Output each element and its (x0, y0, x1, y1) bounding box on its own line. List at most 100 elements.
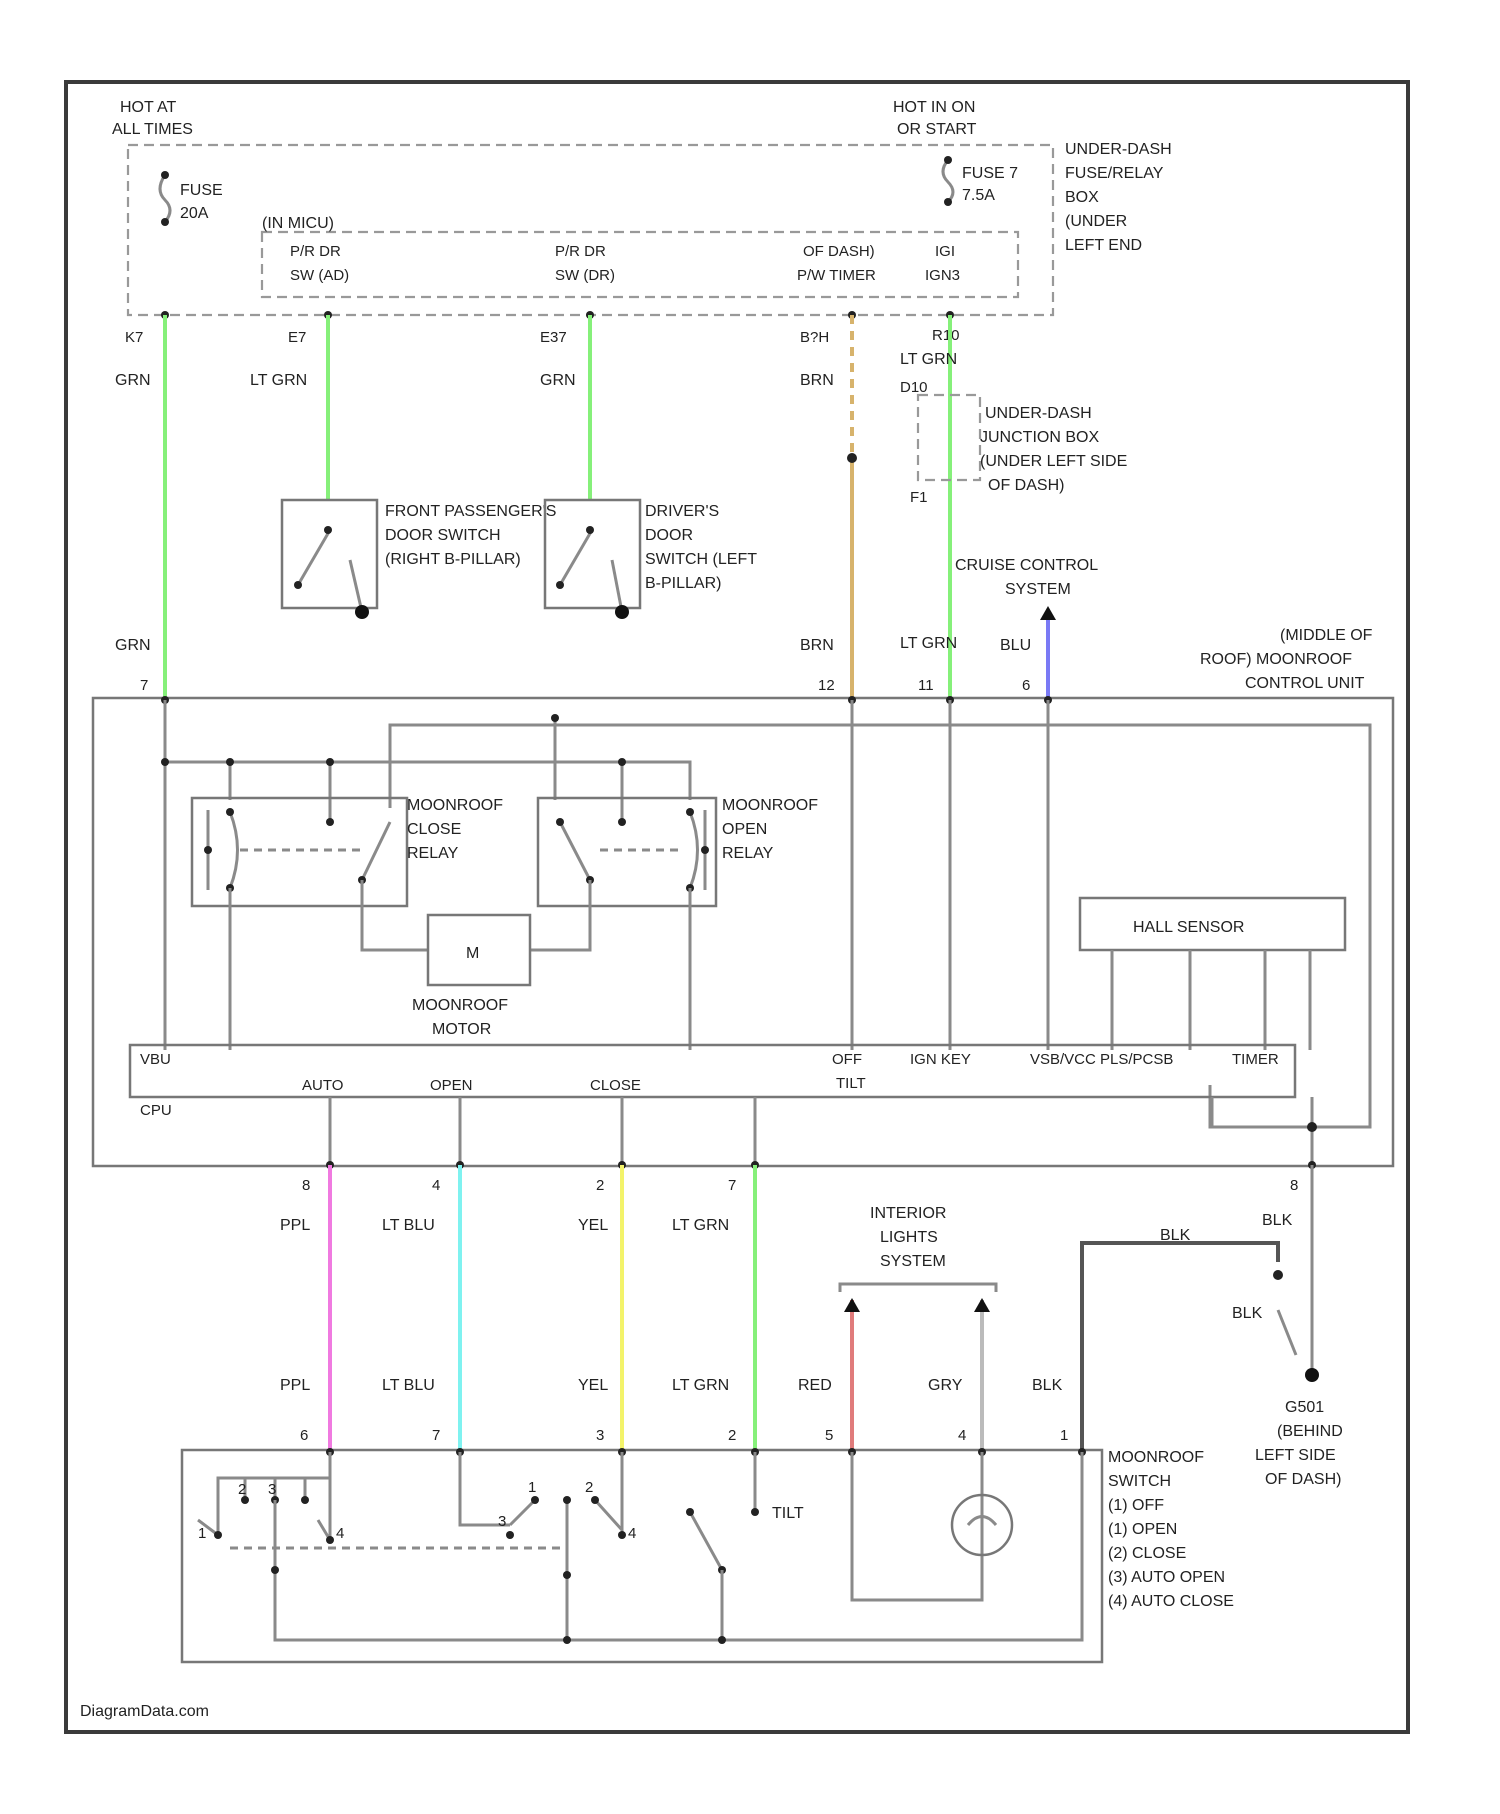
cu-bottom-pin-5: 8 (1290, 1177, 1298, 1194)
micu-item-4b: IGN3 (925, 267, 960, 284)
micu-item-2b: SW (DR) (555, 267, 615, 284)
fuse-right-rating: 7.5A (962, 187, 995, 204)
close-relay-dot-5 (204, 846, 212, 854)
switch-oc-dot-3 (563, 1496, 571, 1504)
switch-label-2: SWITCH (1108, 1473, 1171, 1490)
hot-in-on-label-2: OR START (897, 121, 977, 138)
sw-pin-1: 1 (1060, 1427, 1068, 1444)
switch-label-3: (1) OFF (1108, 1497, 1164, 1514)
cu-bottom-pin-2: 4 (432, 1177, 440, 1194)
wl-blk-bot: BLK (1032, 1377, 1063, 1394)
ground-label-3: LEFT SIDE (1255, 1447, 1336, 1464)
cu-ign-leads (852, 700, 1048, 1050)
driver-switch-label-1: DRIVER'S (645, 503, 719, 520)
ground-label-2: (BEHIND (1277, 1423, 1343, 1440)
hall-sensor-leads (1112, 950, 1310, 1050)
switch-open-close-group (460, 1452, 622, 1575)
internal-junction-1 (161, 758, 169, 766)
switch-pos-1b: 1 (528, 1479, 536, 1496)
interior-lights-label-2: LIGHTS (880, 1229, 938, 1246)
micu-block-outline (262, 232, 1018, 297)
w3-label: GRN (540, 372, 576, 389)
indicator-loop (852, 1452, 982, 1600)
sw-pin-5: 5 (825, 1427, 833, 1444)
driver-switch-contact-bot (556, 581, 564, 589)
sw-pin-4: 4 (958, 1427, 966, 1444)
cruise-control-label-1: CRUISE CONTROL (955, 557, 1098, 574)
pin-e37-label: E37 (540, 329, 567, 346)
close-relay-label-3: RELAY (407, 845, 459, 862)
cpu-ign-key: IGN KEY (910, 1051, 971, 1068)
motor-label-2: MOTOR (432, 1021, 491, 1038)
blk-ground-link (1278, 1310, 1296, 1355)
bus-dot-3 (563, 1636, 571, 1644)
wl-red: RED (798, 1377, 832, 1394)
wl-ltblu-top: LT BLU (382, 1217, 435, 1234)
switch-label-6: (3) AUTO OPEN (1108, 1569, 1225, 1586)
fuse-left-top-dot (161, 171, 169, 179)
cpu-timer-ground-route (1212, 1097, 1312, 1165)
internal-relay-feed (165, 762, 690, 800)
tilt-switch-blade (690, 1512, 722, 1570)
w1-top-label: GRN (115, 372, 151, 389)
switch-label-7: (4) AUTO CLOSE (1108, 1593, 1234, 1610)
pin-e7-label: E7 (288, 329, 306, 346)
driver-switch-ground (612, 560, 622, 612)
motor-symbol: M (466, 945, 479, 962)
ground-g501-icon (1305, 1368, 1319, 1382)
pass-switch-contact-bot (294, 581, 302, 589)
interior-lights-label-3: SYSTEM (880, 1253, 946, 1270)
interior-lights-arrow-right (974, 1298, 990, 1312)
pass-switch-ground (350, 560, 362, 612)
wire-blk-switch (1082, 1243, 1278, 1452)
switch-pos-2a: 2 (238, 1481, 246, 1498)
wl-ltgrn-bot: LT GRN (672, 1377, 729, 1394)
front-pass-switch-label-2: DOOR SWITCH (385, 527, 501, 544)
jbox-pin-d10: D10 (900, 379, 928, 396)
interior-lights-arrow-left (844, 1298, 860, 1312)
tilt-label: TILT (772, 1505, 804, 1522)
fuse-left-symbol (160, 175, 170, 222)
fuse-right-label: FUSE 7 (962, 165, 1018, 182)
motor-lead-left (362, 880, 428, 950)
switch-pos-2b: 2 (585, 1479, 593, 1496)
cpu-timer: TIMER (1232, 1051, 1279, 1068)
cpu-outputs (330, 1097, 755, 1165)
cpu-close: CLOSE (590, 1077, 641, 1094)
ground-label-1: G501 (1285, 1399, 1324, 1416)
pin-r10-label: R10 (932, 327, 960, 344)
wl-blk-right: BLK (1262, 1212, 1293, 1229)
switch-oc-dot-1 (506, 1531, 514, 1539)
pin-bh-label: B?H (800, 329, 829, 346)
switch-pos-1a: 1 (198, 1525, 206, 1542)
motor-label-1: MOONROOF (412, 997, 508, 1014)
moonroof-switch-box (182, 1450, 1102, 1662)
micu-item-2: P/R DR (555, 243, 606, 260)
sw-pin-3: 3 (596, 1427, 604, 1444)
bus-dot-4 (718, 1636, 726, 1644)
open-relay-label-2: OPEN (722, 821, 767, 838)
switch-oc-dot-4 (591, 1496, 599, 1504)
w1-bot-label: GRN (115, 637, 151, 654)
underdash-fuse-box-label-5: LEFT END (1065, 237, 1142, 254)
close-relay-dot-3 (226, 808, 234, 816)
cu-bottom-pin-4: 7 (728, 1177, 736, 1194)
cpu-label: CPU (140, 1102, 172, 1119)
close-relay-contact (362, 822, 390, 880)
cpu-open: OPEN (430, 1077, 473, 1094)
cpu-vbu: VBU (140, 1051, 171, 1068)
micu-item-1: P/R DR (290, 243, 341, 260)
cu-pin-11: 11 (918, 677, 934, 694)
interior-lights-label-1: INTERIOR (870, 1205, 946, 1222)
wl-ppl-top: PPL (280, 1217, 310, 1234)
internal-junction-4 (618, 758, 626, 766)
open-relay-dot-6 (701, 846, 709, 854)
fuse-right-top-dot (944, 156, 952, 164)
close-relay-label-2: CLOSE (407, 821, 461, 838)
w6-label: BLU (1000, 637, 1031, 654)
open-relay-dot-2 (618, 818, 626, 826)
cpu-tilt: TILT (836, 1075, 866, 1092)
fuse-right-symbol (943, 160, 953, 202)
cu-pin-12: 12 (818, 677, 835, 694)
underdash-fuse-box-label-3: BOX (1065, 189, 1099, 206)
